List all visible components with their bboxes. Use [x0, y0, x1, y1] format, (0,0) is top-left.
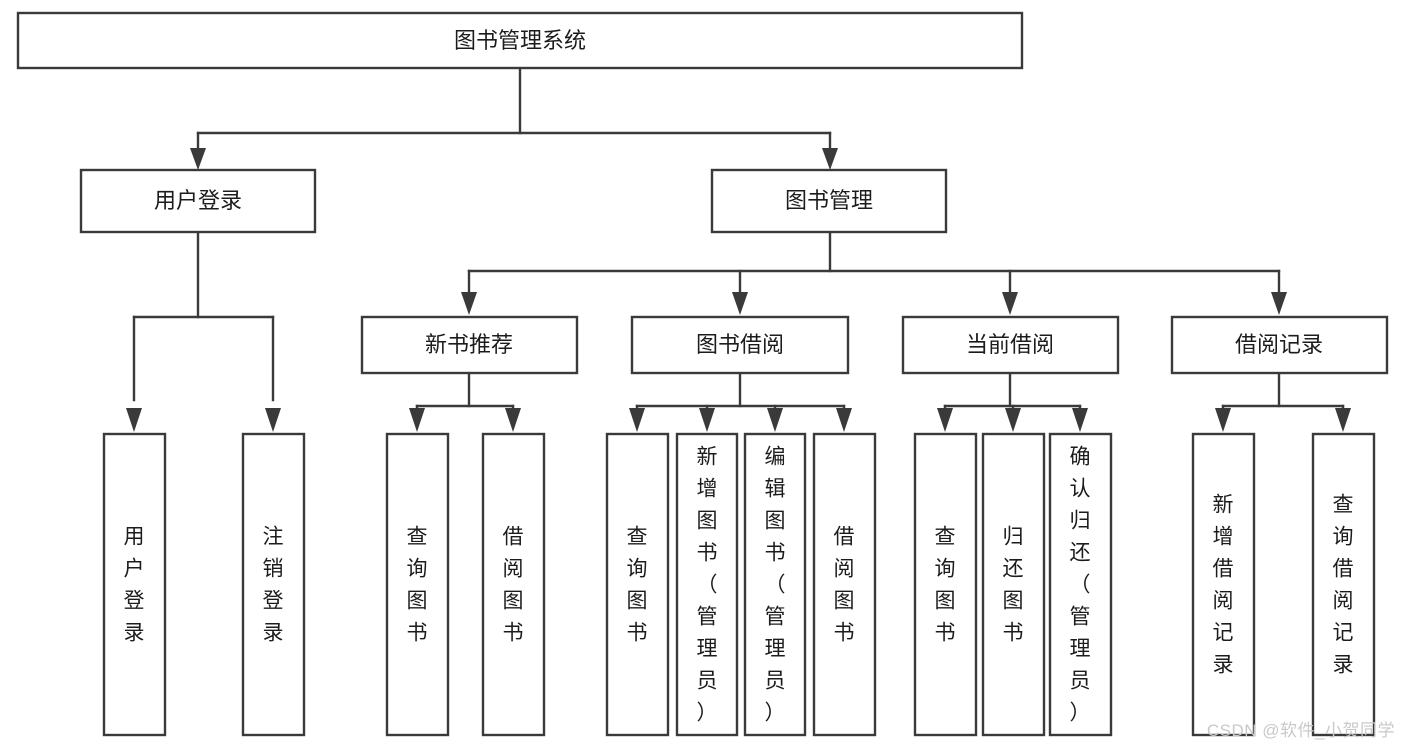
leaf-user-login-1-box[interactable] [241, 432, 306, 737]
leaf-borrow-record-1-box[interactable] [1311, 432, 1376, 737]
arrow-head-leaf-user-login-1 [265, 408, 281, 432]
connector-group-user-login [126, 230, 281, 432]
leaf-node[interactable]: 查询图书 [605, 432, 670, 737]
arrow-head-leaf-cb-0 [937, 408, 953, 432]
node-new-book-recommend[interactable]: 新书推荐 [360, 315, 579, 375]
leaf-book-borrow-3-box[interactable] [812, 432, 877, 737]
node-root-box[interactable] [16, 11, 1024, 70]
node-new-book-recommend-box[interactable] [360, 315, 579, 375]
leaf-node[interactable]: 借阅图书 [812, 432, 877, 737]
node-new-book-recommend-label: 新书推荐 [425, 332, 513, 357]
leaf-node[interactable]: 新增借阅记录 [1191, 432, 1256, 737]
node-current-borrow[interactable]: 当前借阅 [901, 315, 1120, 375]
leaf-current-borrow-2-label: 确认归还（管理员） [1070, 446, 1091, 725]
arrow-head-new-book-recommend [461, 292, 477, 315]
arrow-head-leaf-br-0 [1215, 408, 1231, 432]
leaf-current-borrow-0-box[interactable] [913, 432, 978, 737]
leaf-node[interactable]: 查询借阅记录 [1311, 432, 1376, 737]
arrow-head-leaf-bb-1 [699, 408, 715, 432]
node-borrow-record[interactable]: 借阅记录 [1170, 315, 1389, 375]
node-book-borrow-label: 图书借阅 [696, 332, 784, 357]
connector-group-new-book-recommend [409, 371, 521, 432]
connector-group-root [190, 66, 838, 170]
connector-group-borrow-record [1215, 371, 1351, 432]
leaf-new-book-recommend-1-label: 借阅图书 [503, 526, 524, 645]
arrow-head-leaf-bb-3 [836, 408, 852, 432]
arrow-head-leaf-nbr-1 [505, 408, 521, 432]
leaf-book-borrow-2-box[interactable] [743, 432, 807, 737]
leaf-node[interactable]: 借阅图书 [481, 432, 546, 737]
arrow-head-leaf-cb-1 [1005, 408, 1021, 432]
leaf-new-book-recommend-1-box[interactable] [481, 432, 546, 737]
node-borrow-record-box[interactable] [1170, 315, 1389, 375]
leaf-borrow-record-0-label: 新增借阅记录 [1213, 494, 1234, 677]
leaf-current-borrow-1-label: 归还图书 [1003, 526, 1024, 645]
leaf-user-login-0-label: 用户登录 [124, 526, 145, 645]
leaf-new-book-recommend-0-box[interactable] [385, 432, 450, 737]
node-user-login-box[interactable] [79, 168, 317, 234]
arrow-head-leaf-bb-0 [629, 408, 645, 432]
node-book-management[interactable]: 图书管理 [710, 168, 948, 234]
leaf-new-book-recommend-0-label: 查询图书 [407, 526, 428, 645]
connector-group-book-borrow [629, 371, 852, 432]
csdn-watermark: CSDN @软件_小贺同学 [1206, 721, 1395, 740]
leaf-book-borrow-3-label: 借阅图书 [834, 526, 855, 645]
connector-group-current-borrow [937, 371, 1088, 432]
node-current-borrow-label: 当前借阅 [966, 332, 1054, 357]
leaf-node[interactable]: 查询图书 [913, 432, 978, 737]
node-book-management-label: 图书管理 [785, 188, 873, 213]
connector-group-book-mgmt [461, 230, 1287, 315]
arrow-head-leaf-user-login-0 [126, 408, 142, 432]
node-current-borrow-box[interactable] [901, 315, 1120, 375]
node-user-login[interactable]: 用户登录 [79, 168, 317, 234]
leaf-borrow-record-1-label: 查询借阅记录 [1333, 494, 1354, 677]
leaf-current-borrow-0-label: 查询图书 [935, 526, 956, 645]
leaf-book-borrow-0-label: 查询图书 [627, 526, 648, 645]
arrow-head-current-borrow [1002, 292, 1018, 315]
leaf-node[interactable]: 归还图书 [981, 432, 1046, 737]
leaf-book-borrow-0-box[interactable] [605, 432, 670, 737]
leaf-node[interactable]: 查询图书 [385, 432, 450, 737]
arrow-head-leaf-br-1 [1335, 408, 1351, 432]
leaf-book-borrow-1-label: 新增图书（管理员） [697, 446, 718, 725]
arrow-head-leaf-nbr-0 [409, 408, 425, 432]
leaf-node[interactable]: 确认归还（管理员） [1048, 432, 1113, 737]
arrow-head-book-mgmt [822, 148, 838, 170]
leaf-node[interactable]: 新增图书（管理员） [675, 432, 739, 737]
leaf-user-login-0-box[interactable] [102, 432, 167, 737]
node-borrow-record-label: 借阅记录 [1235, 332, 1323, 357]
leaf-current-borrow-1-box[interactable] [981, 432, 1046, 737]
leaf-node[interactable]: 用户登录 [102, 432, 167, 737]
leaf-node[interactable]: 编辑图书（管理员） [743, 432, 807, 737]
node-book-management-box[interactable] [710, 168, 948, 234]
leaf-borrow-record-0-box[interactable] [1191, 432, 1256, 737]
leaf-current-borrow-2-box[interactable] [1048, 432, 1113, 737]
arrow-head-leaf-bb-2 [767, 408, 783, 432]
node-root[interactable]: 图书管理系统 [16, 11, 1024, 70]
arrow-head-leaf-cb-2 [1072, 408, 1088, 432]
leaf-book-borrow-1-box[interactable] [675, 432, 739, 737]
node-book-borrow[interactable]: 图书借阅 [630, 315, 850, 375]
leaf-user-login-1-label: 注销登录 [263, 526, 284, 645]
arrow-head-book-borrow [732, 292, 748, 315]
leaf-node[interactable]: 注销登录 [241, 432, 306, 737]
node-root-label: 图书管理系统 [454, 28, 586, 53]
arrow-head-user-login [190, 148, 206, 170]
leaf-book-borrow-2-label: 编辑图书（管理员） [765, 446, 786, 725]
node-book-borrow-box[interactable] [630, 315, 850, 375]
arrow-head-borrow-record [1271, 292, 1287, 315]
node-user-login-label: 用户登录 [154, 188, 242, 213]
